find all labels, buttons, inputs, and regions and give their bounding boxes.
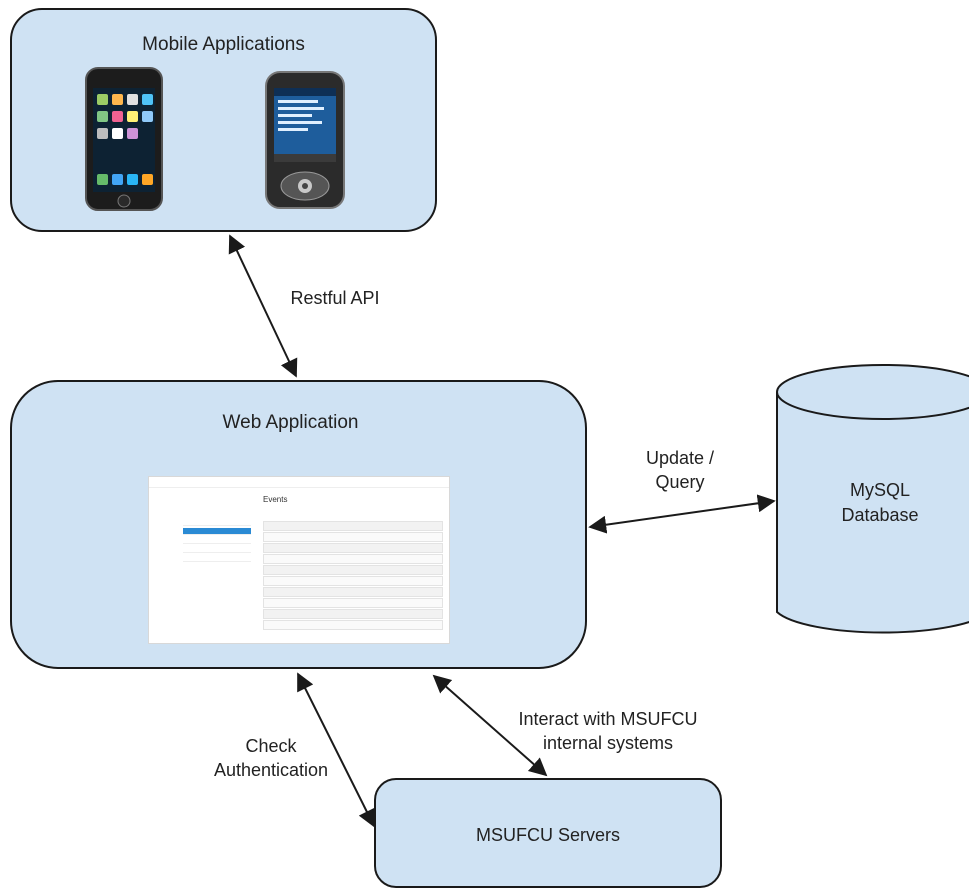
screenshot-table-row — [263, 532, 443, 542]
screenshot-sidebar-item — [183, 537, 251, 544]
screenshot-table-row — [263, 521, 443, 531]
iphone-icon — [85, 67, 163, 211]
screenshot-table-row — [263, 587, 443, 597]
screenshot-topbar — [149, 477, 449, 488]
mysql-database-label-line2: Database — [841, 505, 919, 525]
screenshot-sidebar-item — [183, 528, 251, 535]
screenshot-table-row — [263, 543, 443, 553]
mysql-database-node — [776, 364, 969, 634]
interact-label-line2: internal systems — [542, 733, 674, 753]
update-query-arrow — [588, 494, 776, 534]
restful-api-arrow — [228, 234, 298, 378]
screenshot-heading: Events — [263, 495, 288, 504]
screenshot-table-row — [263, 620, 443, 630]
msufcu-servers-title: MSUFCU Servers — [475, 825, 620, 845]
screenshot-table-row — [263, 554, 443, 564]
msufcu-servers-node: MSUFCU Servers — [374, 778, 722, 888]
screenshot-sidebar-item — [183, 519, 251, 526]
check-authentication-label-line2: Authentication — [213, 760, 329, 780]
check-authentication-label-line1: Check — [245, 736, 297, 756]
screenshot-table-row — [263, 565, 443, 575]
screenshot-table-row — [263, 576, 443, 586]
interact-arrow — [432, 674, 548, 777]
screenshot-table — [263, 521, 443, 631]
screenshot-sidebar-item — [183, 555, 251, 562]
restful-api-label: Restful API — [290, 288, 380, 308]
web-application-title: Web Application — [222, 412, 359, 433]
interact-label-line1: Interact with MSUFCU — [518, 709, 698, 729]
mobile-applications-node: Mobile Applications — [10, 8, 437, 232]
mysql-database-label-line1: MySQL — [849, 480, 910, 500]
screenshot-table-row — [263, 598, 443, 608]
screenshot-sidebar — [183, 519, 251, 564]
mobile-applications-title: Mobile Applications — [142, 34, 305, 55]
smartphone-icon — [265, 71, 345, 209]
update-query-label-line2: Query — [655, 472, 705, 492]
screenshot-sidebar-item — [183, 546, 251, 553]
web-app-screenshot: Events — [148, 476, 450, 644]
check-authentication-arrow — [297, 672, 375, 828]
screenshot-table-row — [263, 609, 443, 619]
update-query-label-line1: Update / — [645, 448, 715, 468]
